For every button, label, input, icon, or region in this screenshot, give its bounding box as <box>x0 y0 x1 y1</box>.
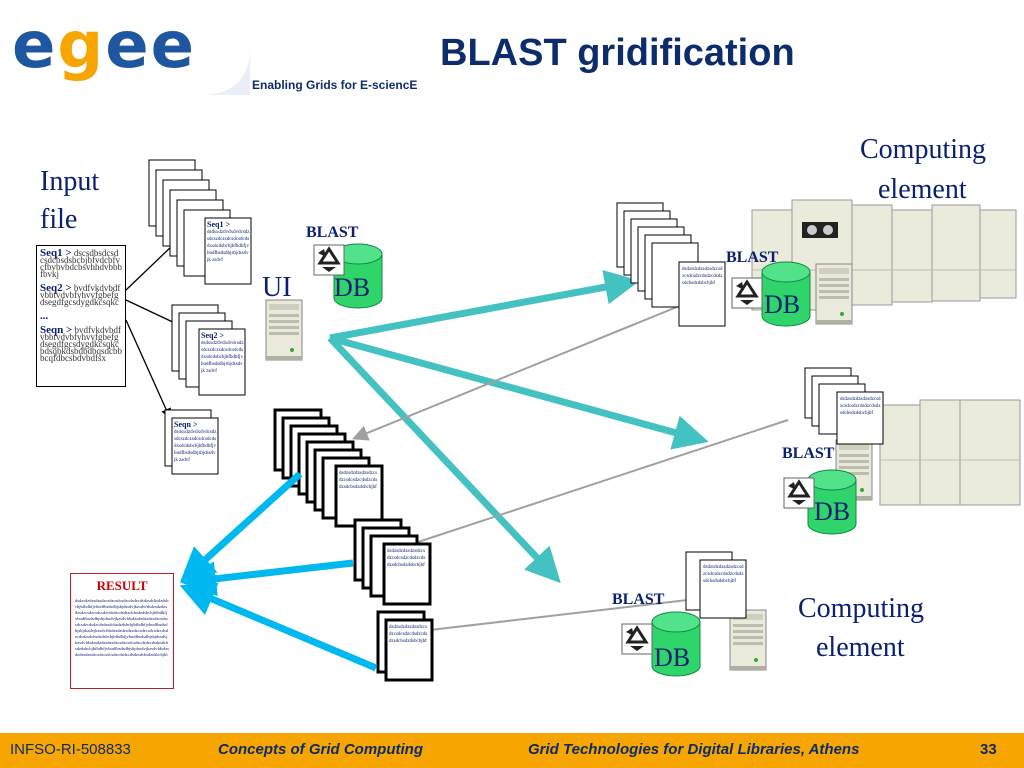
slide-header: egee Enabling Grids for E-sciencE BLAST … <box>0 0 1024 95</box>
chunk-1-front <box>204 217 252 285</box>
ce-bottom-blast-recycle-icon <box>620 622 654 656</box>
ce-top-doc-stack <box>616 202 726 327</box>
ce-bottom-blast-label: BLAST <box>612 591 665 608</box>
ce-top-server-icon <box>815 263 853 325</box>
ui-blast-recycle-icon <box>312 243 346 277</box>
input-seq1: Seq1 > dscsdbsdcsdcsdcbsdsbcbjbfvdcbfvcf… <box>40 247 122 279</box>
ce-middle-blast-recycle-icon <box>782 476 816 510</box>
ui-label: UI <box>262 272 292 303</box>
ce-top-label-line1: Computing <box>860 134 986 165</box>
ui-blast-label: BLAST <box>306 224 359 241</box>
result-body: dsdzsdzdzsdzsdzcsdzcsdcsdzcdsdzcdsdzsdcb… <box>75 598 169 657</box>
input-seq2: Seq2 > bvdfvkdvbdfvbbtvdvbfvhvvfgbefgdse… <box>40 282 121 307</box>
logo-letter-g: g <box>57 9 106 83</box>
ce-middle-db-label: DB <box>814 497 850 526</box>
chunk-stack-2 <box>171 304 246 396</box>
slide-title: BLAST gridification <box>440 32 795 74</box>
input-seqn: Seqn > bvdfvkdvbdfvbbtvdvbfvhvvfgbefgdse… <box>40 324 123 363</box>
chunk-2-body: dsdsxdzdvdxdvdcsdzsdcszdczsdcsdcsdcdsdxs… <box>201 341 244 374</box>
merge-arrow-1 <box>179 471 303 583</box>
chunk-stack-1 <box>148 159 252 285</box>
return-arrow-bottom <box>429 597 706 631</box>
chunk-2-head: Seq2 > <box>201 331 225 340</box>
chunk-1-body: dsdsxdzdvdxdvdcsdzsdcszdczsdcsdcsdcdsdxs… <box>207 230 250 263</box>
result-title: RESULT <box>96 578 148 593</box>
ui-server-icon <box>265 299 303 361</box>
ce-middle-blast-label: BLAST <box>782 445 835 462</box>
ce-bottom-doc-text: dsdzsdzdzsdzsdzcsdzcsdcsdzcdsdzcdsdzsdcb… <box>703 565 744 584</box>
return-arrow-middle <box>414 419 789 544</box>
ce-middle-doc-stack <box>804 367 884 445</box>
footer-project-id: INFSO-RI-508833 <box>10 741 131 758</box>
split-arrow-n <box>125 319 171 419</box>
ce-bottom-doc-stack <box>685 551 747 619</box>
ce-top-blast-recycle-icon <box>730 276 764 310</box>
return-arrow-top <box>352 299 695 441</box>
ce-bottom-label-line2: element <box>816 632 905 663</box>
result-stack-2-text: dsdzsdzdzsdzsdzcsdzcsdcsdzcdsdzcdsdzsdcb… <box>387 549 426 568</box>
result-stack-1 <box>273 408 384 528</box>
result-box: RESULT dsdzsdzdzsdzsdzcsdzcsdcsdzcdsdzcd… <box>70 573 174 689</box>
dispatch-arrow-bottom <box>327 335 561 584</box>
logo-letter-e2: e <box>105 9 151 83</box>
result-stack-2 <box>353 518 432 606</box>
result-stack-3-text: dsdzsdzdzsdzsdzcsdzcsdcsdzcdsdzcdsdzsdcb… <box>389 625 428 644</box>
logo-letter-e3: e <box>150 9 197 83</box>
ce-middle-doc-text: dsdzsdzdzsdzsdzcsdzcsdcsdzcdsdzcdsdzsdcb… <box>840 397 881 416</box>
chunk-1-text: Seq1 > dsdsxdzdvdxdvdcsdzsdcszdczsdcsdcs… <box>207 220 250 282</box>
tagline: Enabling Grids for E-sciencE <box>252 78 418 92</box>
chunk-n-text: Seqn > dsdsxdzdvdxdvdcsdzsdcszdczsdcsdcs… <box>174 420 217 472</box>
ce-top-doc-text: dsdzsdzdzsdzsdzcsdzcsdcsdzcdsdzcdsdzsdcb… <box>682 267 723 286</box>
ce-top-db-label: DB <box>764 290 800 319</box>
slide-footer: INFSO-RI-508833 Concepts of Grid Computi… <box>0 733 1024 768</box>
ce-top-blast-label: BLAST <box>726 249 779 266</box>
computing-element-middle <box>879 399 1021 506</box>
ui-db-label: DB <box>334 273 370 302</box>
dispatch-arrow-top <box>329 269 640 342</box>
footer-page-number: 33 <box>980 741 997 758</box>
merge-arrow-3 <box>179 582 378 672</box>
logo-letter-e1: e <box>12 9 58 83</box>
dispatch-arrow-middle <box>329 334 709 450</box>
chunk-1-head: Seq1 > <box>207 220 231 229</box>
chunk-n-body: dsdsxdzdvdxdvdcsdzsdcszdczsdcsdcsdcdsdxs… <box>174 430 217 463</box>
logo-wordmark: egee <box>12 6 196 86</box>
result-stack-3 <box>376 610 434 682</box>
footer-event: Grid Technologies for Digital Libraries,… <box>528 741 860 758</box>
ce-top-label-line2: element <box>878 174 967 205</box>
ce-bottom-server-icon <box>729 609 767 671</box>
input-file-label-line2: file <box>40 204 77 235</box>
chunk-2-text: Seq2 > dsdsxdzdvdxdvdcsdzsdcszdczsdcsdcs… <box>201 331 244 393</box>
ce-bottom-label-line1: Computing <box>798 593 924 624</box>
input-file-box: Seq1 > dscsdbsdcsdcsdcbsdsbcbjbfvdcbfvcf… <box>36 245 126 387</box>
chunk-n-head: Seqn > <box>174 420 198 429</box>
merge-arrow-2 <box>181 559 354 597</box>
chunk-n-front <box>171 417 219 475</box>
input-ellipsis: ... <box>40 310 49 322</box>
ce-bottom-db-label: DB <box>654 643 690 672</box>
chunk-stack-n <box>164 409 219 475</box>
result-stack-1-text: dsdzsdzdzsdzsdzcsdzcsdcsdzcdsdzcdsdzsdcb… <box>339 471 378 490</box>
egee-logo: egee <box>0 0 250 95</box>
input-file-label-line1: Input <box>40 166 99 197</box>
footer-course: Concepts of Grid Computing <box>218 741 423 758</box>
chunk-2-front <box>198 328 246 396</box>
